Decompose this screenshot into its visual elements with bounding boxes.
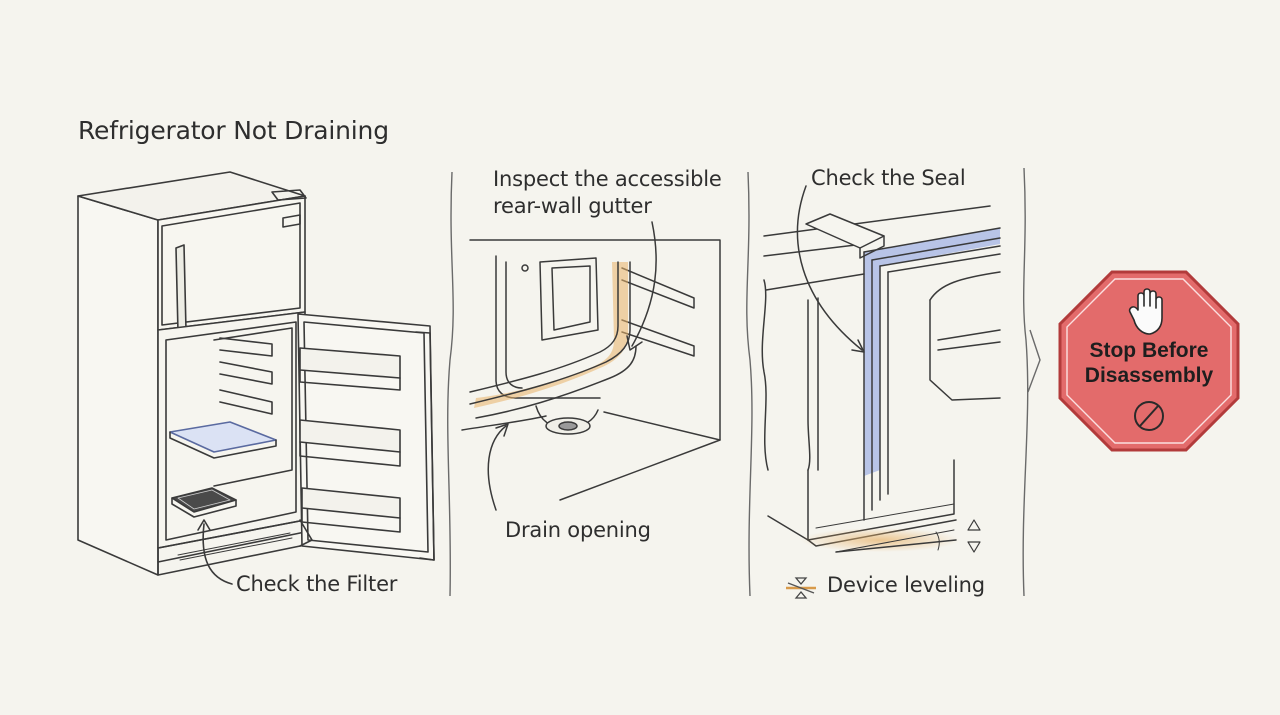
hand-stop-icon xyxy=(1128,288,1163,335)
page-title: Refrigerator Not Draining xyxy=(78,116,389,145)
filter-label: Check the Filter xyxy=(236,572,398,596)
gutter-drawing xyxy=(461,221,721,511)
seal-drawing xyxy=(761,185,1001,553)
leveling-label: Device leveling xyxy=(827,573,985,597)
refrigerator-drawing xyxy=(77,171,435,585)
gutter-label: Inspect the accessible rear-wall gutter xyxy=(493,167,722,218)
stop-sign-text: Stop Before Disassembly xyxy=(1084,339,1214,387)
drain-label: Drain opening xyxy=(505,518,651,542)
leveling-icon xyxy=(786,577,816,599)
stop-sign-graphic xyxy=(1058,270,1240,452)
prohibited-icon xyxy=(1134,401,1164,431)
seal-label: Check the Seal xyxy=(811,166,966,190)
panel-dividers xyxy=(447,167,1041,597)
